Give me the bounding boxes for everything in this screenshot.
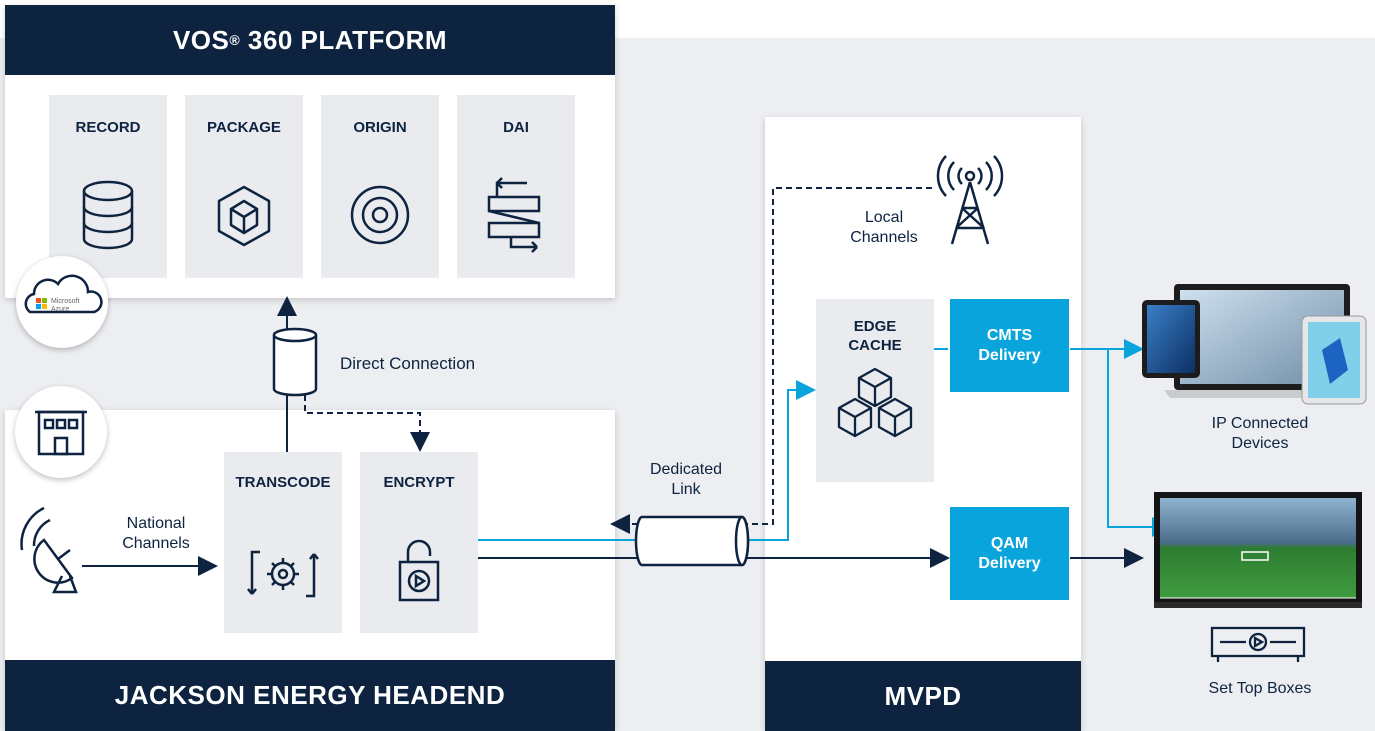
broadcast-tower-icon xyxy=(936,155,1004,245)
azure-cloud-badge: Microsoft Azure xyxy=(16,256,108,348)
headend-title: JACKSON ENERGY HEADEND xyxy=(5,660,615,731)
cloud-icon xyxy=(24,274,103,314)
encrypt-box: ENCRYPT xyxy=(360,452,478,633)
satellite-dish-icon xyxy=(20,506,78,594)
building-icon xyxy=(35,410,87,456)
database-icon xyxy=(82,180,134,250)
target-icon xyxy=(350,185,410,245)
ip-devices-icon xyxy=(1142,284,1367,405)
cube-icon xyxy=(217,185,271,247)
mvpd-title: MVPD xyxy=(765,661,1081,731)
edge-cache-box: EDGE CACHE xyxy=(816,299,934,482)
module-origin: ORIGIN xyxy=(321,95,439,278)
edge-cache-cubes-icon xyxy=(837,367,913,438)
national-channels-label: National Channels xyxy=(122,515,190,552)
headend-building-badge xyxy=(15,386,107,478)
set-top-box-icon xyxy=(1210,626,1306,662)
transcode-gear-icon xyxy=(247,550,319,598)
cmts-delivery-box: CMTS Delivery xyxy=(950,299,1069,392)
dedicated-link-pipe-icon xyxy=(634,515,750,567)
direct-connection-label: Direct Connection xyxy=(340,354,476,373)
transcode-box: TRANSCODE xyxy=(224,452,342,633)
qam-delivery-box: QAM Delivery xyxy=(950,507,1069,600)
set-top-boxes-label: Set Top Boxes xyxy=(1208,680,1312,697)
headend-panel: TRANSCODE ENCRYPT JACKSON ENERGY HEADEND xyxy=(5,410,615,731)
lock-play-icon xyxy=(398,539,440,602)
module-dai: DAI xyxy=(457,95,575,278)
dedicated-link-label: Dedicated Link xyxy=(649,461,723,498)
module-package: PACKAGE xyxy=(185,95,303,278)
ip-devices-label: IP Connected Devices xyxy=(1211,415,1309,452)
direct-connection-pipe-icon xyxy=(272,327,318,397)
azure-label: Microsoft Azure xyxy=(51,298,80,313)
tv-icon xyxy=(1154,492,1362,608)
ad-insertion-icon xyxy=(487,177,541,253)
module-record: RECORD xyxy=(49,95,167,278)
local-channels-label: Local Channels xyxy=(850,209,918,246)
mvpd-panel: EDGE CACHE CMTS Delivery QAM Delivery MV… xyxy=(765,117,1081,731)
vos-platform-title: VOS® 360 PLATFORM xyxy=(5,5,615,75)
vos-platform-panel: VOS® 360 PLATFORM RECORD PACKAGE ORIGIN xyxy=(5,5,615,298)
